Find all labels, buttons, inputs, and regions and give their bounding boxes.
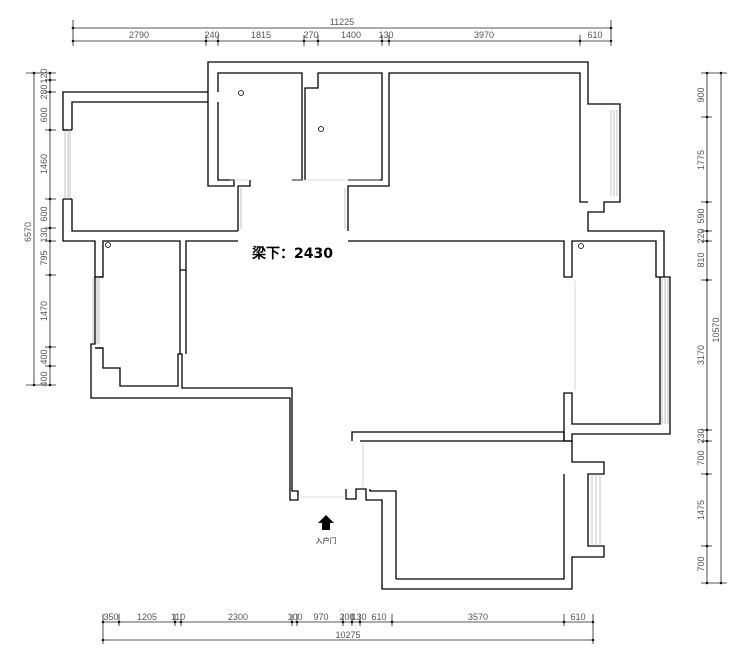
left-dim-segment: 130 [39, 227, 49, 242]
bottom-dim-segment: 110 [171, 612, 185, 622]
wall [347, 180, 390, 231]
top-dim-segment: 1400 [341, 30, 361, 40]
right-dim-segment: 230 [696, 428, 706, 443]
wall [563, 276, 671, 442]
bottom-dimensions [102, 614, 594, 644]
right-dim-segment: 1775 [696, 150, 706, 170]
top-dim-segment: 3970 [474, 30, 494, 40]
bottom-overall-dimension: 10275 [335, 630, 360, 640]
right-dim-segment: 590 [696, 208, 706, 223]
top-dimensions [72, 20, 612, 46]
top-dim-segment: 270 [303, 30, 318, 40]
bottom-dim-segment: 100 [287, 612, 302, 622]
right-dim-segment: 1475 [696, 500, 706, 520]
right-dim-segment: 700 [696, 556, 706, 571]
top-dim-segment: 1815 [251, 30, 271, 40]
left-dim-segment: 400 [39, 371, 49, 386]
bottom-dim-segment: 350 [103, 612, 118, 622]
wall [351, 431, 565, 441]
top-dim-segment: 240 [204, 30, 219, 40]
wall [579, 104, 588, 203]
beam-height-label: 梁下：2430 [251, 245, 333, 262]
right-dim-segment: 220 [696, 228, 706, 243]
right-dimension-ticks [705, 71, 723, 585]
left-dim-segment: 120 [39, 68, 49, 83]
entry-arrow-icon [318, 515, 334, 530]
top-dim-segment: 130 [378, 30, 393, 40]
right-overall-dimension: 10570 [711, 317, 721, 342]
top-dimension-ticks [71, 26, 613, 43]
fixtures [105, 90, 584, 249]
bottom-dim-segment: 130 [351, 612, 366, 622]
left-dim-segment: 1470 [39, 301, 49, 321]
bottom-dim-segment: 3570 [468, 612, 488, 622]
left-dim-segment: 795 [39, 250, 49, 265]
wall [388, 72, 581, 180]
bottom-dimension-ticks [101, 620, 595, 642]
wall [345, 440, 605, 590]
right-dim-segment: 810 [696, 252, 706, 267]
bottom-dim-segment: 2300 [228, 612, 248, 622]
wall [304, 72, 383, 181]
fixture-circle [238, 90, 244, 96]
wall [237, 180, 251, 231]
top-overall-dimension: 11225 [330, 17, 354, 27]
bottom-dim-segment: 200 [339, 612, 354, 622]
left-dimension-ticks [32, 71, 52, 387]
wall [207, 61, 665, 278]
windows [64, 110, 669, 546]
left-dim-segment: 280 [39, 84, 49, 99]
right-dim-segment: 700 [696, 450, 706, 465]
wall [90, 277, 299, 501]
left-dim-segment: 600 [39, 206, 49, 221]
top-dim-segment: 610 [587, 30, 602, 40]
bottom-dim-segment: 1205 [137, 612, 157, 622]
left-dim-segment: 600 [39, 107, 49, 122]
walls [62, 61, 671, 590]
bottom-dim-segment: 610 [371, 612, 386, 622]
left-dim-segment: 1460 [39, 154, 49, 174]
wall [396, 474, 565, 580]
right-dim-segment: 900 [696, 87, 706, 102]
top-dim-segment: 2790 [129, 30, 149, 40]
right-dim-segment: 3170 [696, 345, 706, 365]
wall [71, 199, 238, 232]
fixture-circle [578, 243, 584, 249]
bottom-dim-segment: 610 [570, 612, 585, 622]
wall [217, 72, 303, 181]
left-dim-segment: 400 [39, 349, 49, 364]
right-dimensions [701, 72, 727, 584]
left-overall-dimension: 6570 [23, 222, 33, 242]
wall [369, 489, 397, 579]
wall [62, 199, 238, 278]
wall [71, 101, 208, 130]
bottom-dim-segment: 970 [313, 612, 328, 622]
wall [62, 91, 208, 131]
fixture-circle [318, 126, 324, 132]
entry-door-label: 入户门 [316, 536, 337, 545]
wall [207, 102, 235, 187]
fixture-circle [105, 242, 111, 248]
